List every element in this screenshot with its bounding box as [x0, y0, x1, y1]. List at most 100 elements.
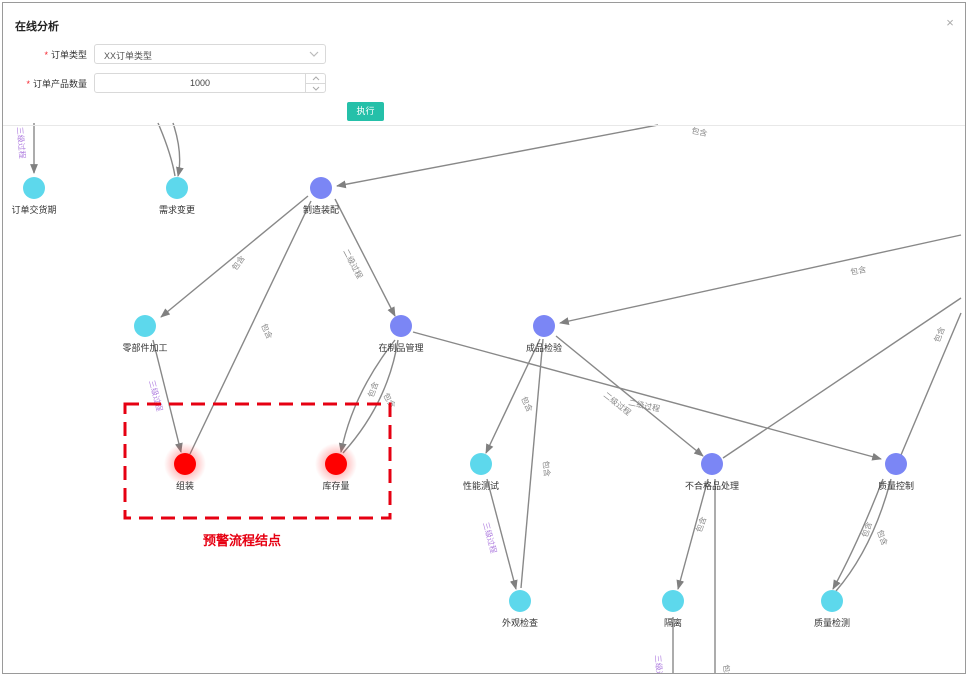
- edge-label-third-level: 三级过程: [481, 521, 499, 554]
- node-circle[interactable]: [23, 177, 45, 199]
- edge-label-third-level: 三级过程: [653, 654, 666, 674]
- stepper-down-button[interactable]: [306, 83, 325, 93]
- graph-node[interactable]: 在制品管理: [378, 315, 424, 353]
- chevron-up-icon: [312, 76, 319, 81]
- edge-label-third-level: 三级过程: [147, 379, 165, 412]
- edge-label-contains: 包含: [875, 528, 890, 546]
- edge: [412, 331, 882, 461]
- node-label: 需求变更: [159, 204, 195, 215]
- edge: [900, 312, 962, 456]
- node-circle[interactable]: [174, 453, 196, 475]
- chevron-down-icon: [309, 51, 319, 57]
- edge-labels: 包含 包含 二级过程 包含 三级过程 包含 包含 包含 包含 包含 二级过程 二…: [15, 125, 947, 674]
- order-type-label: *订单类型: [23, 48, 87, 61]
- execute-button[interactable]: 执行: [347, 102, 384, 121]
- node-circle[interactable]: [310, 177, 332, 199]
- node-circle[interactable]: [509, 590, 531, 612]
- node-label: 性能测试: [463, 480, 499, 491]
- graph-node[interactable]: 零部件加工: [122, 315, 168, 353]
- node-label: 库存量: [322, 480, 349, 491]
- node-circle[interactable]: [533, 315, 555, 337]
- edge-label-contains: 包含: [519, 395, 535, 414]
- edge-label-contains: 包含: [259, 322, 275, 341]
- edge-label-contains: 包含: [849, 264, 867, 277]
- order-quantity-input[interactable]: 1000: [94, 73, 326, 93]
- edge: [160, 195, 309, 318]
- node-circle[interactable]: [325, 453, 347, 475]
- edge: [835, 478, 892, 592]
- graph-node[interactable]: 组装: [164, 443, 206, 491]
- graph-nodes: 订单交货期 需求变更 制造装配零部件加工在制品管理 成品检验组装 库存量 性能测试 不合格品…: [11, 177, 914, 628]
- graph-node[interactable]: 需求变更: [159, 177, 195, 215]
- edge-label-third-level: 三级过程: [15, 126, 28, 159]
- graph-node[interactable]: 库存量: [315, 443, 357, 491]
- node-label: 隔离: [664, 617, 682, 628]
- node-label: 在制品管理: [378, 342, 423, 353]
- edge: [336, 124, 659, 189]
- form-divider: [3, 125, 965, 126]
- graph-node[interactable]: 质量检测: [814, 590, 850, 628]
- graph-node[interactable]: 隔离: [662, 590, 684, 628]
- node-circle[interactable]: [821, 590, 843, 612]
- node-label: 质量控制: [878, 480, 914, 491]
- node-label: 组装: [176, 480, 194, 491]
- edge: [485, 338, 541, 454]
- node-label: 订单交货期: [11, 204, 56, 215]
- edge: [157, 122, 176, 177]
- required-mark: *: [44, 50, 48, 60]
- node-circle[interactable]: [166, 177, 188, 199]
- order-quantity-value[interactable]: 1000: [189, 78, 211, 88]
- edge-label-contains: 包含: [541, 460, 552, 477]
- graph-node[interactable]: 质量控制: [878, 453, 914, 491]
- stepper-up-button[interactable]: [306, 74, 325, 83]
- node-label: 制造装配: [303, 204, 339, 215]
- edge: [832, 478, 884, 590]
- edge: [172, 122, 184, 177]
- edge-label-contains: 包含: [932, 325, 947, 344]
- modal-title: 在线分析: [15, 21, 59, 33]
- order-type-value: XX订单类型: [104, 51, 153, 61]
- node-circle[interactable]: [701, 453, 723, 475]
- order-quantity-label-text: 订单产品数量: [32, 79, 87, 89]
- node-label: 不合格品处理: [685, 480, 739, 491]
- graph-node[interactable]: 制造装配: [303, 177, 339, 215]
- edge-label-contains: 包含: [691, 125, 709, 138]
- order-type-label-text: 订单类型: [50, 50, 87, 60]
- edge: [559, 234, 962, 325]
- edge: [342, 339, 399, 454]
- chevron-down-icon: [312, 86, 319, 91]
- order-quantity-label: *订单产品数量: [13, 77, 87, 90]
- edge: [338, 339, 396, 453]
- graph-node[interactable]: 成品检验: [526, 315, 562, 353]
- alert-region-label: 预警流程结点: [203, 533, 281, 548]
- close-icon[interactable]: ×: [946, 15, 954, 30]
- node-circle[interactable]: [134, 315, 156, 337]
- node-label: 外观检查: [502, 617, 538, 628]
- node-circle[interactable]: [470, 453, 492, 475]
- node-circle[interactable]: [885, 453, 907, 475]
- edge-label-contains: 包含: [365, 380, 380, 398]
- graph-edges: [30, 122, 962, 673]
- edge: [334, 198, 396, 317]
- edge: [555, 335, 704, 457]
- graph-node[interactable]: 不合格品处理: [685, 453, 739, 491]
- node-label: 质量检测: [814, 617, 850, 628]
- edge: [722, 297, 962, 459]
- graph-node[interactable]: 订单交货期: [11, 177, 57, 215]
- knowledge-graph-canvas[interactable]: 包含 包含 二级过程 包含 三级过程 包含 包含 包含 包含 包含 二级过程 二…: [3, 3, 966, 674]
- edge-label-contains: 包含: [721, 664, 734, 674]
- order-type-select[interactable]: XX订单类型: [94, 44, 326, 64]
- graph-node[interactable]: 外观检查: [502, 590, 538, 628]
- edge-label-contains: 包含: [693, 515, 708, 533]
- node-label: 成品检验: [526, 342, 562, 353]
- required-mark: *: [26, 79, 30, 89]
- alert-region-box: [123, 402, 392, 520]
- node-circle[interactable]: [390, 315, 412, 337]
- graph-node[interactable]: 性能测试: [463, 453, 499, 491]
- edge: [189, 200, 312, 455]
- edge: [152, 339, 183, 453]
- node-circle[interactable]: [662, 590, 684, 612]
- edge: [486, 478, 518, 590]
- edge: [676, 478, 709, 590]
